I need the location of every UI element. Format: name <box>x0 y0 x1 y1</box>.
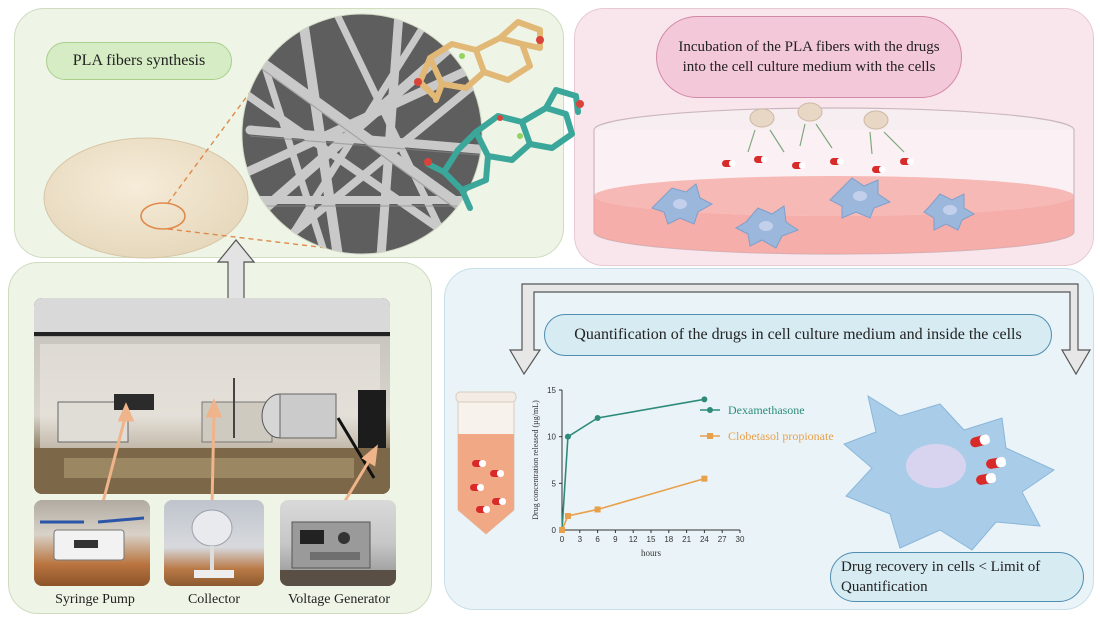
caption-syringe-pump: Syringe Pump <box>55 592 135 607</box>
fiber-synthesis-title: PLA fibers synthesis <box>46 42 232 80</box>
series-line-1 <box>561 477 705 531</box>
x-tick-label: 24 <box>700 535 709 544</box>
data-point <box>701 475 708 482</box>
x-tick-label: 3 <box>578 535 583 544</box>
x-tick-label: 30 <box>736 535 745 544</box>
up-arrow <box>216 239 256 301</box>
data-point <box>564 513 571 519</box>
y-axis-label: Drug concentration released (µg/mL) <box>531 400 540 520</box>
pla-fiber-mat <box>43 137 249 259</box>
zoom-region-marker <box>140 202 186 230</box>
voltage-generator-photo <box>280 500 396 586</box>
x-axis-label: hours <box>641 548 661 558</box>
y-tick-label: 0 <box>552 526 557 535</box>
x-tick-label: 9 <box>613 535 618 544</box>
x-tick-label: 21 <box>682 535 691 544</box>
data-point <box>564 433 571 440</box>
legend-marker-0 <box>707 407 713 413</box>
quantification-title: Quantification of the drugs in cell cult… <box>544 314 1052 356</box>
collector-photo <box>164 500 264 586</box>
fiber-particle <box>797 102 823 122</box>
x-tick-label: 12 <box>629 535 638 544</box>
x-tick-label: 18 <box>664 535 673 544</box>
legend-label-0: Dexamethasone <box>728 403 805 417</box>
sem-micrograph <box>242 14 482 254</box>
data-point <box>594 506 601 513</box>
legend-marker-1 <box>707 433 713 439</box>
x-tick-label: 6 <box>595 535 600 544</box>
caption-voltage-generator: Voltage Generator <box>288 592 390 607</box>
x-tick-label: 0 <box>560 535 565 544</box>
y-tick-label: 15 <box>547 386 556 395</box>
drug-capsules <box>722 156 914 173</box>
x-tick-label: 27 <box>718 535 727 544</box>
caption-collector: Collector <box>187 592 241 607</box>
data-point <box>701 396 708 403</box>
legend-label-1: Clobetasol propionate <box>728 429 834 443</box>
fiber-particle <box>749 108 775 128</box>
data-point <box>559 527 565 533</box>
incubation-title: Incubation of the PLA fibers with the dr… <box>656 16 962 98</box>
y-tick-label: 5 <box>552 479 557 488</box>
data-point <box>594 415 601 421</box>
y-tick-label: 10 <box>547 433 556 442</box>
fiber-particle <box>863 110 889 130</box>
x-tick-label: 15 <box>647 535 656 544</box>
drug-recovery-result: Drug recovery in cells < Limit of Quanti… <box>830 552 1084 602</box>
syringe-pump-photo <box>34 500 150 586</box>
series-line-0 <box>561 398 705 531</box>
